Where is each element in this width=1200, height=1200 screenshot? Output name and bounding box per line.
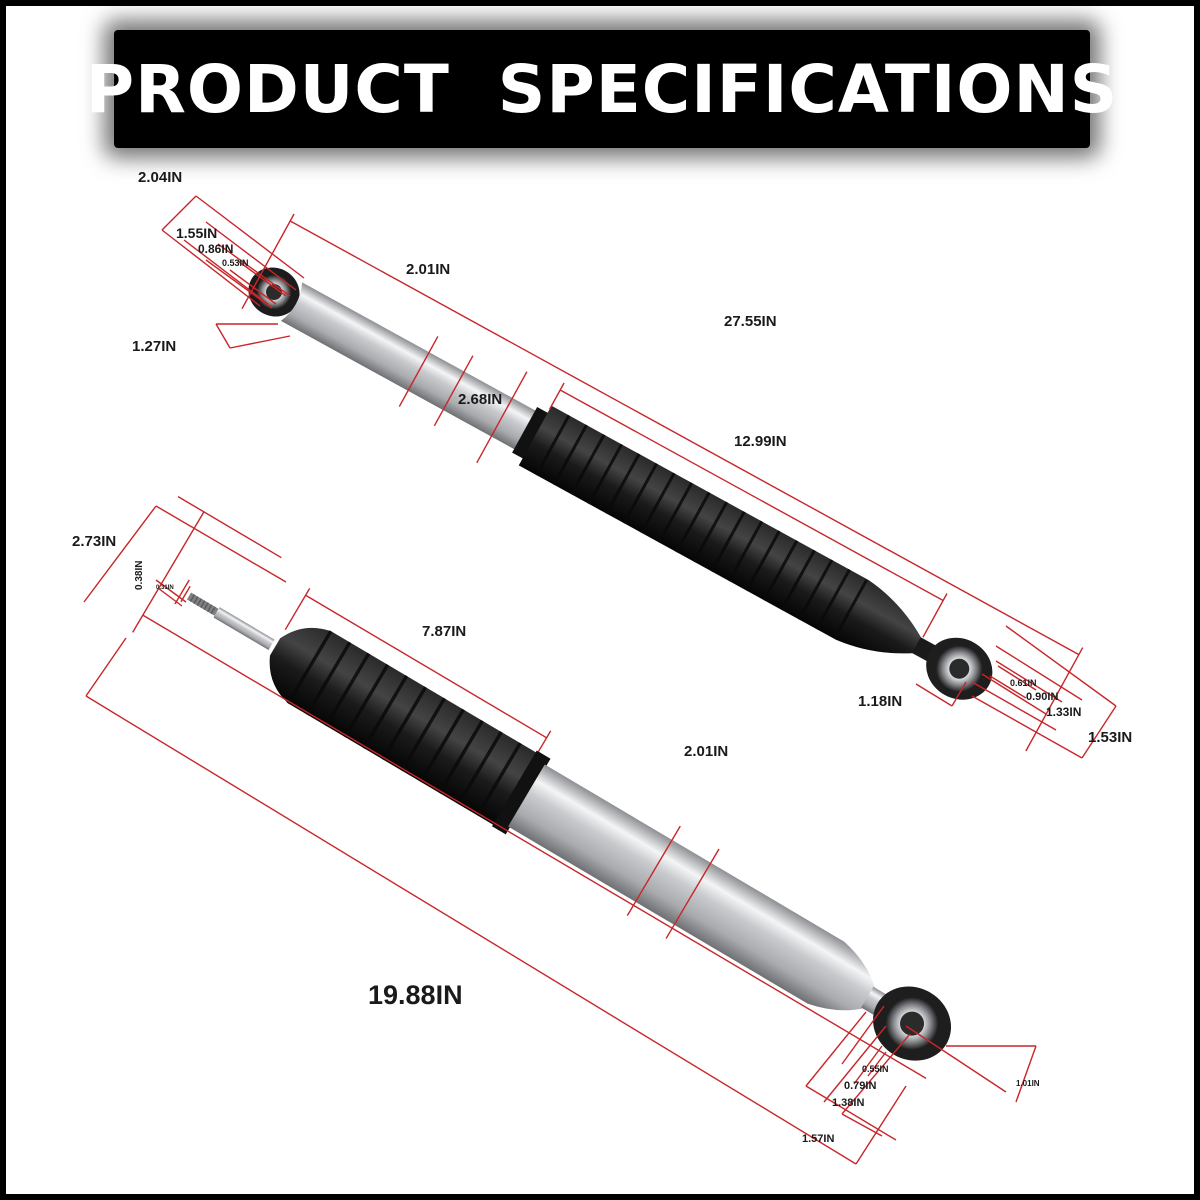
lower-leaders bbox=[83, 505, 1037, 1165]
label-upper-boot-length: 12.99IN bbox=[734, 433, 787, 450]
upper-shock bbox=[241, 213, 1084, 752]
label-upper-eye-sleeve: 0.86IN bbox=[198, 242, 233, 256]
image-frame: PRODUCT SPECIFICATIONS bbox=[6, 6, 1194, 1194]
upper-dimension-lines bbox=[241, 213, 1084, 752]
upper-dust-boot bbox=[518, 405, 922, 654]
lower-boot-collar bbox=[491, 750, 551, 835]
label-lower-eye-bolt-hole: 0.55IN bbox=[862, 1064, 889, 1074]
label-upper-eye-width: 1.27IN bbox=[132, 338, 176, 355]
label-upper-lower-eye-bolt-hole: 0.61IN bbox=[1010, 678, 1037, 688]
label-lower-eye-width: 1.01IN bbox=[1016, 1079, 1040, 1088]
label-lower-stud-diameter: 0.38IN bbox=[134, 561, 145, 590]
label-lower-eye-sleeve: 0.79IN bbox=[844, 1080, 876, 1092]
label-upper-body-diameter: 2.01IN bbox=[406, 261, 450, 278]
label-lower-top-width: 2.73IN bbox=[72, 533, 116, 550]
label-upper-lower-eye-outer: 1.53IN bbox=[1088, 729, 1132, 746]
label-upper-lower-eye-sleeve: 0.90IN bbox=[1026, 691, 1058, 703]
upper-eye-leaders bbox=[161, 195, 1117, 759]
label-upper-eye-outer: 2.04IN bbox=[138, 169, 182, 186]
lower-dimension-lines bbox=[132, 495, 927, 1079]
label-lower-stud-thread: 0.31IN bbox=[156, 585, 174, 591]
page-title: PRODUCT SPECIFICATIONS bbox=[85, 50, 1119, 128]
label-upper-overall-length: 27.55IN bbox=[724, 313, 777, 330]
label-lower-body-diameter: 2.01IN bbox=[684, 743, 728, 760]
lower-eye-bolt-hole bbox=[900, 1011, 925, 1036]
lower-shaft bbox=[213, 607, 275, 651]
label-upper-lower-eye-bushing-outer: 1.33IN bbox=[1046, 705, 1081, 719]
upper-lower-eye-bolt-hole bbox=[949, 658, 970, 679]
lower-shock-body bbox=[508, 764, 876, 1011]
label-upper-lower-eye-width: 1.18IN bbox=[858, 693, 902, 710]
title-banner: PRODUCT SPECIFICATIONS bbox=[86, 30, 1117, 148]
lower-dust-boot bbox=[269, 627, 538, 826]
label-upper-eye-bushing-outer: 1.55IN bbox=[176, 225, 217, 241]
label-lower-overall-length: 19.88IN bbox=[368, 980, 463, 1010]
label-lower-boot-length: 7.87IN bbox=[422, 623, 466, 640]
upper-shock-body bbox=[280, 282, 539, 451]
lower-shock-labels: 2.73IN 0.38IN 0.31IN 7.87IN 2.01IN 19.88… bbox=[72, 533, 1040, 1145]
label-upper-eye-bolt-hole: 0.53IN bbox=[222, 258, 249, 268]
label-lower-eye-outer: 1.57IN bbox=[802, 1133, 834, 1145]
label-upper-boot-diameter: 2.68IN bbox=[458, 391, 502, 408]
upper-boot-collar bbox=[512, 406, 550, 460]
lower-shock bbox=[132, 495, 952, 1079]
upper-shock-labels: 2.04IN 1.55IN 0.86IN 0.53IN 1.27IN 2.01I… bbox=[132, 169, 1132, 746]
shock-diagram: 2.04IN 1.55IN 0.86IN 0.53IN 1.27IN 2.01I… bbox=[72, 169, 1132, 1165]
label-lower-eye-bushing-outer: 1.38IN bbox=[832, 1097, 864, 1109]
